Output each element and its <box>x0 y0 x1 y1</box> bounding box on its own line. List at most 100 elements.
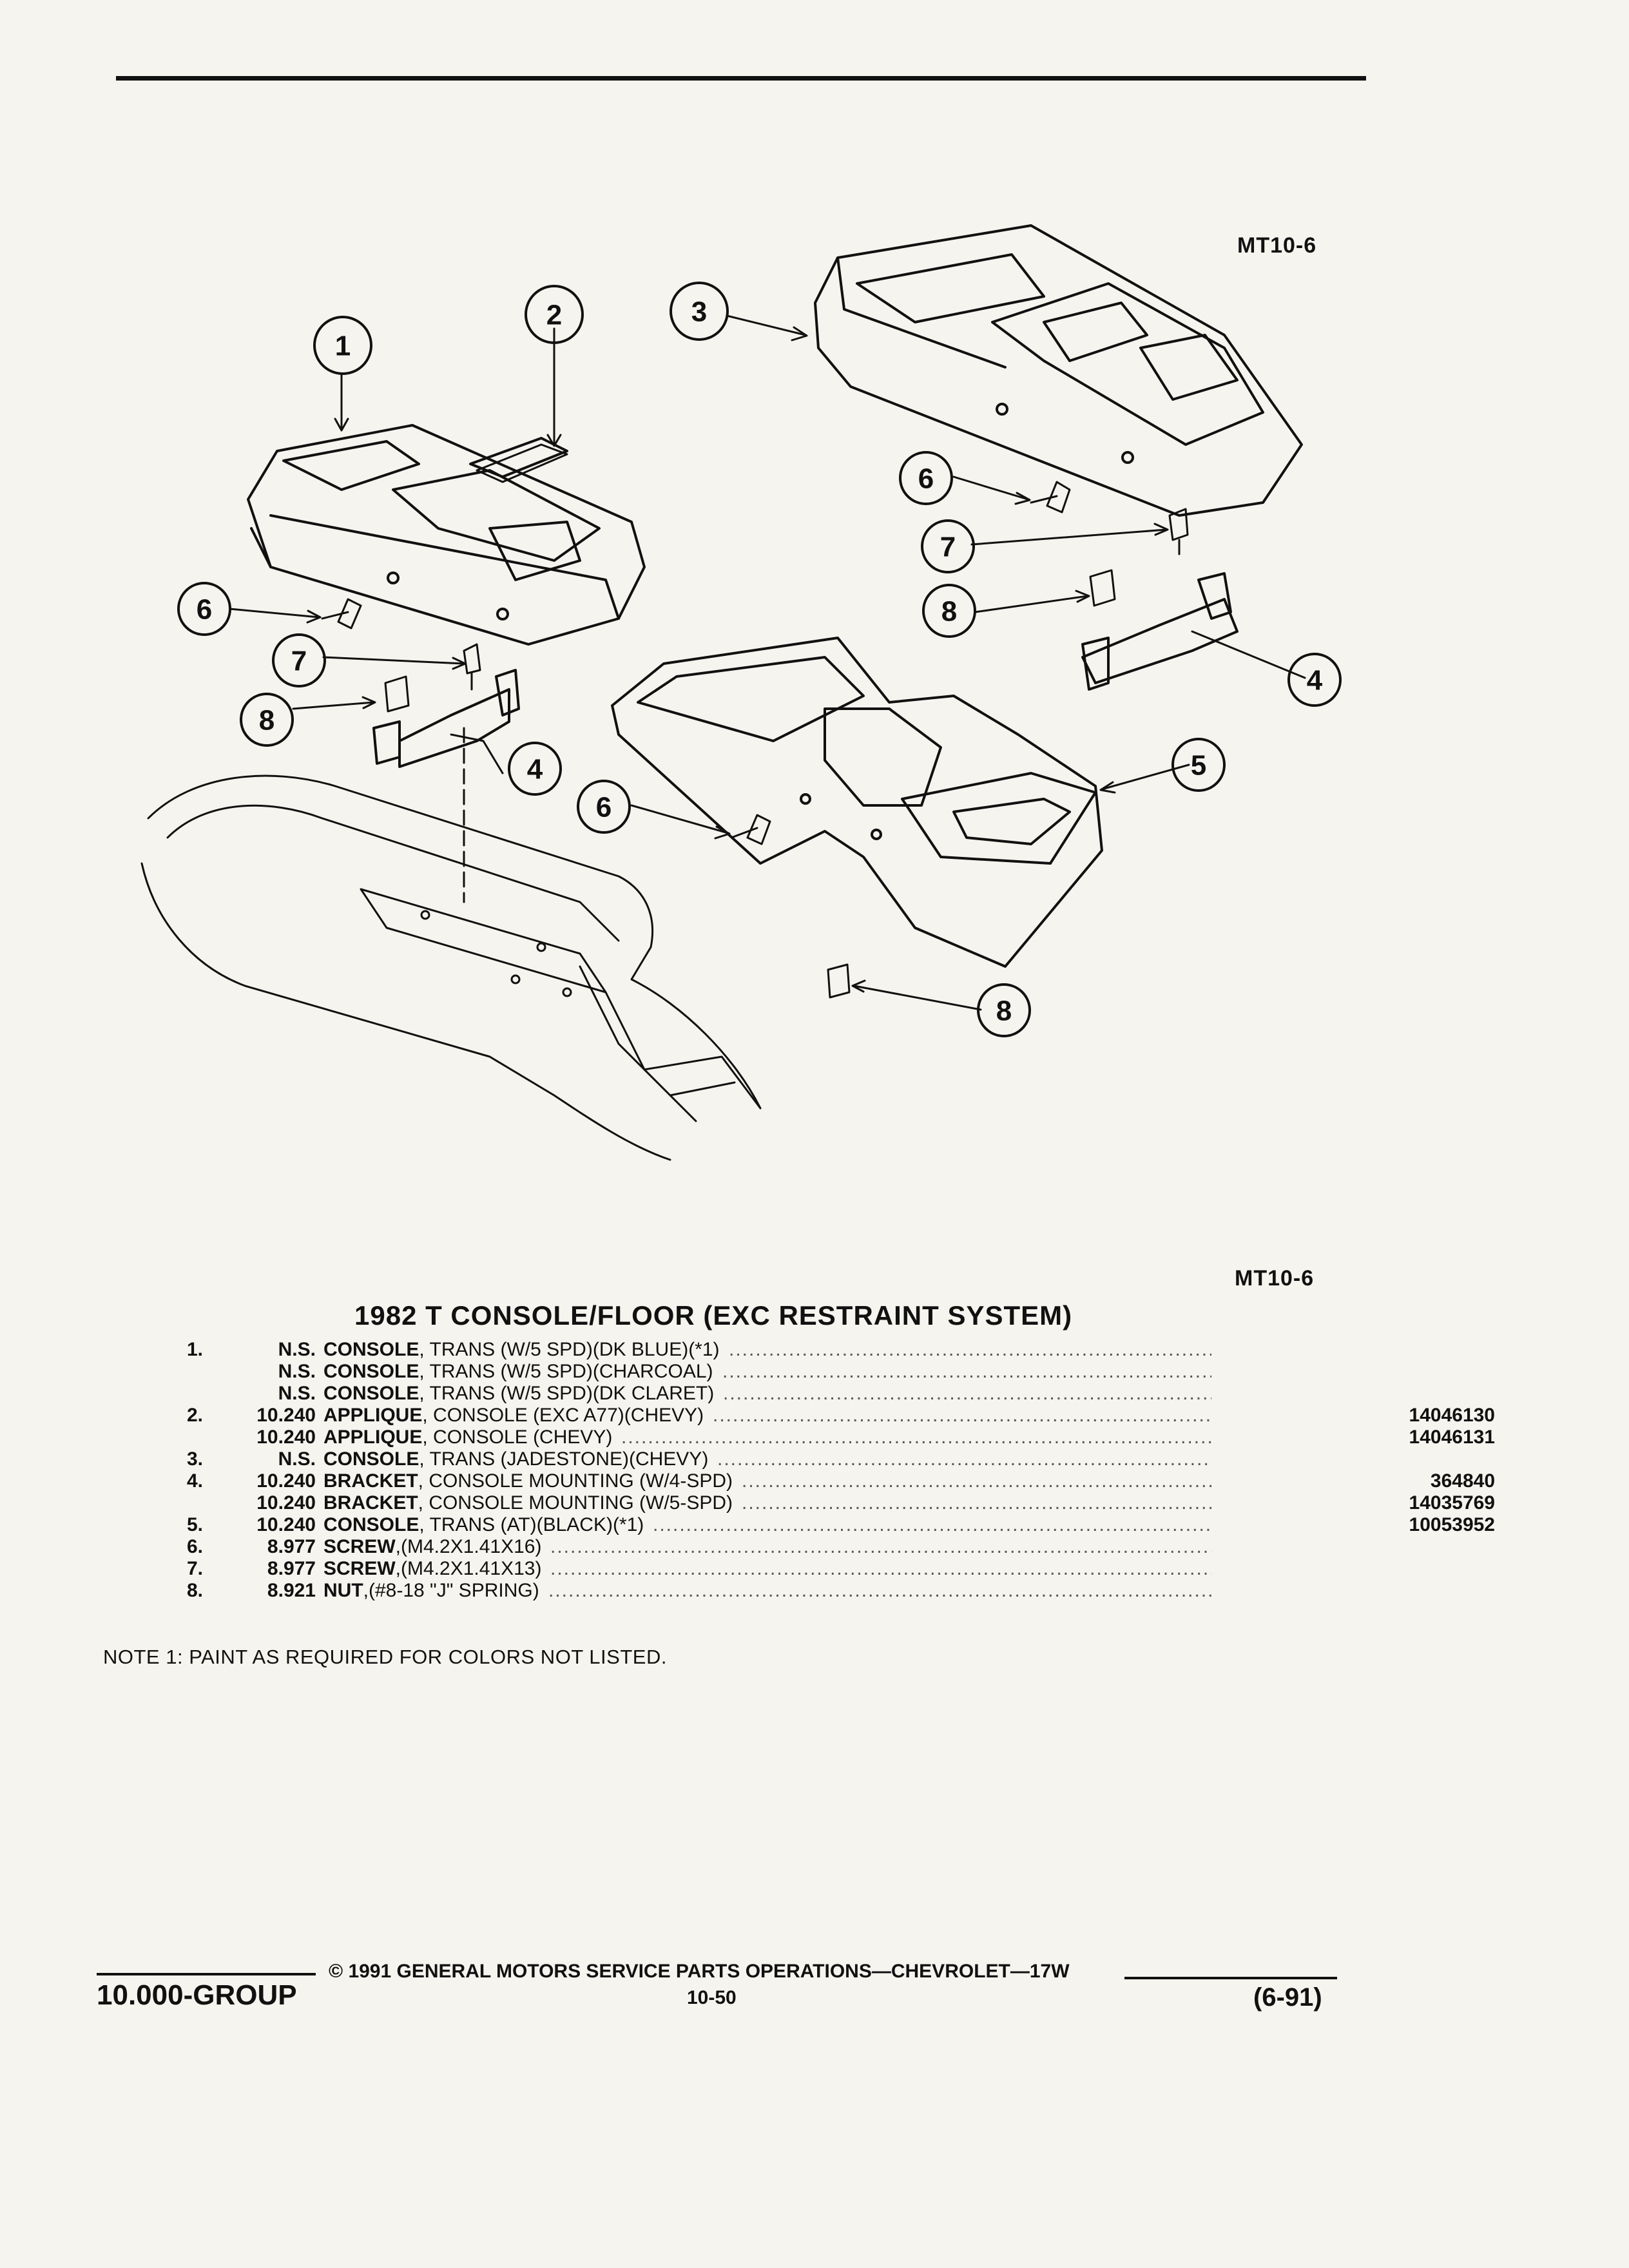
callout-number-5-text: 5 <box>1191 750 1206 782</box>
part-number: 364840 <box>1430 1470 1495 1492</box>
callout-circle-8-c <box>977 983 1031 1037</box>
leader-dots: ........................................… <box>713 1405 1211 1426</box>
part-description: , TRANS (JADESTONE)(CHEVY) <box>419 1448 709 1470</box>
part-name: APPLIQUE, CONSOLE (CHEVY) <box>323 1427 612 1448</box>
part-name-text: CONSOLE <box>323 1383 419 1404</box>
note-text: NOTE 1: PAINT AS REQUIRED FOR COLORS NOT… <box>103 1646 667 1668</box>
group-number: N.S. <box>278 1448 316 1470</box>
callout-circle-3 <box>670 282 729 341</box>
callout-number-2-text: 2 <box>546 300 562 331</box>
part-name-text: APPLIQUE <box>323 1405 423 1426</box>
group-number: 10.240 <box>256 1427 316 1448</box>
item-number: 4. <box>187 1470 204 1492</box>
part-name: APPLIQUE, CONSOLE (EXC A77)(CHEVY) <box>323 1405 704 1427</box>
leader-dots: ........................................… <box>550 1536 1211 1557</box>
part-description: , TRANS (AT)(BLACK)(*1) <box>419 1514 644 1535</box>
part-description: , TRANS (W/5 SPD)(DK CLARET) <box>419 1383 715 1404</box>
part-name: CONSOLE, TRANS (JADESTONE)(CHEVY) <box>323 1448 708 1470</box>
callout-circle-4-b <box>1287 653 1342 707</box>
floor-tunnel-drawing <box>140 727 762 1161</box>
part-name-text: BRACKET <box>323 1492 418 1514</box>
part-description: , CONSOLE (EXC A77)(CHEVY) <box>422 1405 704 1426</box>
part-name-text: BRACKET <box>323 1470 418 1492</box>
callout-circle-7-b <box>921 519 975 573</box>
item-number: 5. <box>187 1514 204 1535</box>
callout-circle-2-a <box>525 285 584 344</box>
part-name-text: SCREW <box>323 1536 396 1557</box>
callout-number-6a-text: 6 <box>197 594 212 626</box>
part-number: 14046130 <box>1409 1405 1495 1426</box>
callout-number-6c-text: 6 <box>918 463 934 495</box>
part-number: 10053952 <box>1409 1514 1495 1535</box>
group-number: 8.977 <box>267 1536 316 1557</box>
item-number: 3. <box>187 1448 204 1470</box>
callout-circle-6-c <box>899 451 953 505</box>
bracket-right-drawing <box>1081 572 1239 691</box>
part-name: CONSOLE, TRANS (W/5 SPD)(CHARCOAL) <box>323 1361 713 1383</box>
part-number: 14046131 <box>1409 1427 1495 1448</box>
console-1-drawing <box>247 424 646 646</box>
item-number: 7. <box>187 1558 204 1579</box>
callout-number-1-text: 1 <box>335 331 351 362</box>
applique-2-drawing <box>476 443 568 483</box>
callout-circles <box>177 282 1342 1037</box>
part-description: , TRANS (W/5 SPD)(DK BLUE)(*1) <box>419 1339 720 1360</box>
callout-number-8c-text: 8 <box>996 995 1012 1027</box>
part-name: CONSOLE, TRANS (W/5 SPD)(DK BLUE)(*1) <box>323 1339 720 1361</box>
footer-group: 10.000-GROUP <box>97 1979 297 2011</box>
footer-rule-left <box>97 1973 316 1975</box>
part-name: NUT,(#8-18 "J" SPRING) <box>323 1580 539 1602</box>
part-name-text: CONSOLE <box>323 1339 419 1360</box>
callout-circle-8-b <box>922 584 976 638</box>
part-name: SCREW,(M4.2X1.41X13) <box>323 1558 541 1580</box>
part-description: ,(#8-18 "J" SPRING) <box>363 1580 539 1601</box>
item-number: 1. <box>187 1339 204 1360</box>
part-number: 14035769 <box>1409 1492 1495 1514</box>
part-description: , CONSOLE (CHEVY) <box>422 1427 613 1448</box>
callout-circle-8-a <box>240 693 294 747</box>
footer-page-number: 10-50 <box>687 1987 737 2008</box>
part-name: CONSOLE, TRANS (AT)(BLACK)(*1) <box>323 1514 644 1536</box>
group-number: 8.977 <box>267 1558 316 1579</box>
leader-dots: ........................................… <box>723 1383 1211 1404</box>
part-description: , TRANS (W/5 SPD)(CHARCOAL) <box>419 1361 713 1382</box>
part-description: , CONSOLE MOUNTING (W/4-SPD) <box>418 1470 733 1492</box>
part-name-text: CONSOLE <box>323 1361 419 1382</box>
group-number: 10.240 <box>256 1514 316 1535</box>
part-name-text: CONSOLE <box>323 1514 419 1535</box>
callout-number-3-text: 3 <box>691 296 707 328</box>
group-number: 8.921 <box>267 1580 316 1601</box>
leader-dots: ........................................… <box>742 1492 1211 1514</box>
leader-dots: ........................................… <box>548 1580 1211 1601</box>
leader-dots: ........................................… <box>621 1427 1211 1448</box>
callout-circle-6-a <box>177 582 231 636</box>
part-name-text: APPLIQUE <box>323 1427 423 1448</box>
group-number: N.S. <box>278 1361 316 1382</box>
leader-dots: ........................................… <box>729 1339 1211 1360</box>
exploded-parts-illustration: 1 2 3 6 7 8 4 6 6 7 8 4 5 8 <box>140 224 1342 1161</box>
footer-copyright: © 1991 GENERAL MOTORS SERVICE PARTS OPER… <box>329 1961 1070 1982</box>
figure-label-top: MT10-6 <box>1237 233 1317 258</box>
item-number: 8. <box>187 1580 204 1601</box>
console-3-drawing <box>814 224 1303 517</box>
group-number: 10.240 <box>256 1492 316 1514</box>
part-name: BRACKET, CONSOLE MOUNTING (W/5-SPD) <box>323 1492 733 1514</box>
part-name: CONSOLE, TRANS (W/5 SPD)(DK CLARET) <box>323 1383 714 1405</box>
figure-label-bottom: MT10-6 <box>1235 1266 1315 1291</box>
leader-dots: ........................................… <box>550 1558 1211 1579</box>
leader-dots: ........................................… <box>742 1470 1211 1492</box>
group-number: N.S. <box>278 1339 316 1360</box>
page-title: 1982 T CONSOLE/FLOOR (EXC RESTRAINT SYST… <box>354 1300 1073 1331</box>
callout-leaders <box>229 314 1306 1011</box>
callout-number-6b-text: 6 <box>596 792 612 823</box>
callout-number-8a-text: 8 <box>259 705 275 736</box>
callout-number-4a-text: 4 <box>527 754 543 785</box>
top-rule <box>116 76 1366 81</box>
leader-dots: ........................................… <box>722 1361 1211 1382</box>
leader-dots: ........................................… <box>717 1448 1211 1470</box>
footer-date: (6-91) <box>1253 1983 1322 2012</box>
part-description: ,(M4.2X1.41X13) <box>395 1558 542 1579</box>
callout-number-8b-text: 8 <box>941 596 957 628</box>
part-name: SCREW,(M4.2X1.41X16) <box>323 1536 541 1558</box>
callout-circle-7-a <box>272 633 326 687</box>
